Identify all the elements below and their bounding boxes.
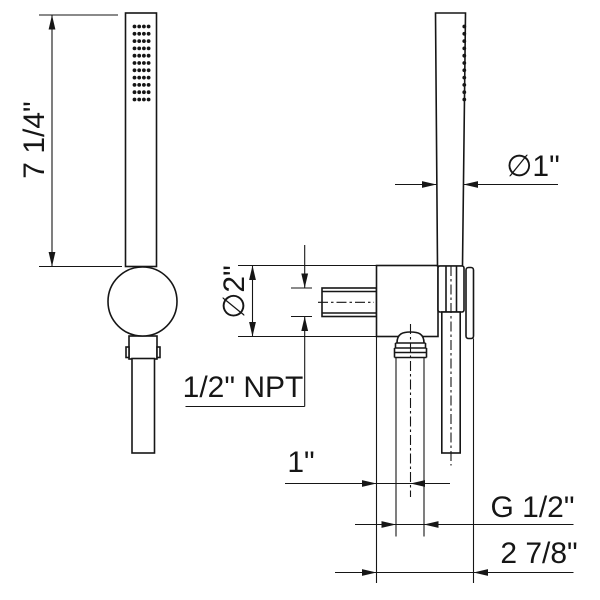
spray-nozzle-dot: [137, 83, 142, 87]
spray-nozzle-dot: [137, 61, 142, 65]
height-dimension-label: 7 1/4": [18, 101, 51, 178]
arrowhead-up: [301, 316, 309, 331]
dimension-outlet-thread: G 1/2": [355, 491, 575, 528]
spray-nozzle-dot: [142, 39, 146, 43]
dimension-height: 7 1/4": [18, 14, 122, 268]
head-diameter-label: ∅1": [506, 150, 559, 183]
wand-front-outline: [124, 12, 158, 268]
arrowhead-right: [362, 480, 377, 487]
arrowhead-right: [362, 569, 377, 576]
arrowhead-left: [473, 569, 488, 576]
flange-diameter-label: ∅2": [218, 265, 251, 318]
depth-label: 2 7/8": [500, 537, 577, 570]
arrowhead-down: [249, 322, 256, 337]
spray-nozzle-dot: [132, 31, 137, 36]
spray-nozzle-dot: [142, 61, 146, 65]
spray-nozzle-dot: [146, 61, 151, 65]
arrowhead-right: [381, 521, 396, 528]
spray-nozzle-dot: [132, 46, 137, 51]
spray-nozzle-dot: [146, 83, 151, 87]
spray-nozzle-dot: [462, 24, 467, 29]
spray-nozzle-dot: [142, 97, 146, 102]
holder-neck-front: [128, 335, 158, 360]
spray-nozzle-dot: [146, 31, 151, 36]
spray-nozzle-dot: [462, 39, 467, 43]
spray-nozzle-dot: [137, 75, 142, 80]
spray-nozzle-dot: [146, 46, 151, 51]
spray-nozzle-dot: [137, 24, 142, 29]
arrowhead-down: [301, 273, 309, 288]
spray-nozzle-dot: [146, 39, 151, 43]
offset-label: 1": [287, 446, 314, 479]
side-nozzle-column: [462, 24, 467, 102]
hose-nipple: [393, 324, 428, 537]
spray-nozzle-dot: [462, 83, 467, 87]
spray-nozzle-dot: [462, 68, 467, 73]
spray-nozzle-dot: [137, 46, 142, 51]
spray-nozzle-dot: [146, 75, 151, 80]
spray-nozzle-dot: [132, 75, 137, 80]
arrowhead-left: [410, 480, 425, 487]
spray-nozzle-dot: [132, 83, 137, 87]
spray-nozzle-dot: [142, 31, 146, 36]
dimension-head-diameter: ∅1": [395, 150, 560, 188]
spray-nozzle-dot: [146, 68, 151, 73]
spray-nozzle-dot: [132, 90, 137, 95]
spray-nozzle-dot: [146, 97, 151, 102]
front-view: 7 1/4": [18, 12, 178, 454]
spray-nozzle-dot: [142, 46, 146, 51]
arrowhead-down: [48, 252, 56, 267]
spray-nozzle-dot: [142, 83, 146, 87]
spray-nozzle-dot: [137, 90, 142, 95]
arrowhead-right: [422, 181, 437, 188]
wand-side-outline: [434, 12, 467, 267]
spray-nozzle-dot: [137, 68, 142, 73]
spray-nozzle-dot: [462, 90, 467, 95]
spray-nozzle-dot: [137, 97, 142, 102]
spray-nozzle-dot: [462, 53, 467, 58]
handle-tube-front: [131, 357, 156, 454]
dimension-depth: 2 7/8": [335, 537, 578, 576]
dimension-inlet-thread: 1/2" NPT: [183, 245, 312, 408]
spray-nozzle-dot: [132, 68, 137, 73]
arrowhead-left: [424, 521, 439, 528]
arrowhead-left: [463, 181, 478, 188]
spray-nozzle-dot: [132, 39, 137, 43]
holder-plate-side: [465, 266, 475, 340]
holder-clip-right: [156, 346, 161, 359]
spray-nozzle-dot: [462, 75, 467, 80]
spray-nozzle-dot: [132, 24, 137, 29]
spray-nozzle-dot: [462, 46, 467, 51]
spray-nozzle-dot: [132, 61, 137, 65]
spray-nozzle-dot: [142, 75, 146, 80]
supply-pipe: [318, 287, 378, 318]
holder-ring-front: [107, 266, 178, 337]
spray-nozzle-dot: [137, 39, 142, 43]
spray-nozzle-dot: [137, 53, 142, 58]
spray-nozzle-dot: [462, 97, 467, 102]
spray-nozzle-dot: [142, 68, 146, 73]
spray-nozzle-dot: [146, 24, 151, 29]
side-view: ∅2" ∅1" 1/2" NPT 1": [183, 12, 578, 583]
inlet-thread-label: 1/2" NPT: [183, 371, 304, 404]
spray-nozzle-dot: [132, 97, 137, 102]
arrowhead-up: [48, 15, 56, 30]
holder-clip-left: [125, 346, 130, 359]
arrowhead-up: [249, 265, 256, 280]
spray-nozzle-dot: [142, 24, 146, 29]
spray-nozzle-dot: [132, 53, 137, 58]
spray-nozzle-dot: [146, 90, 151, 95]
dimension-flange-diameter: ∅2": [218, 264, 377, 338]
spray-nozzle-dot: [462, 61, 467, 65]
spray-nozzle-dot: [142, 90, 146, 95]
spray-nozzle-dot: [137, 31, 142, 36]
outlet-thread-label: G 1/2": [490, 491, 574, 524]
front-nozzle-grid: [132, 24, 151, 102]
spray-nozzle-dot: [462, 31, 467, 36]
spray-nozzle-dot: [146, 53, 151, 58]
spray-nozzle-dot: [142, 53, 146, 58]
wall-flange-side: [375, 264, 439, 338]
dimension-offset: 1": [285, 446, 450, 487]
